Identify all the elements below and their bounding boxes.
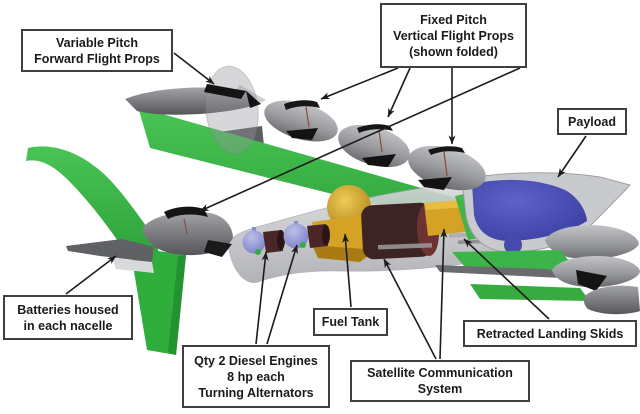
label-batteries: Batteries housed in each nacelle	[3, 295, 133, 340]
annotation-arrow-satcom	[439, 228, 448, 360]
right-nacelle-3	[584, 285, 640, 315]
front-wing-left-pale	[112, 258, 154, 273]
nacelle-2	[264, 100, 338, 142]
label-diesel-engines: Qty 2 Diesel Engines 8 hp each Turning A…	[182, 345, 330, 408]
tail-prop-lower	[204, 240, 232, 257]
annotation-arrow-fixed_pitch	[199, 67, 521, 212]
satcom-rail	[377, 243, 433, 250]
label-line: Fuel Tank	[321, 315, 380, 329]
right-folded-prop	[576, 270, 607, 291]
annotation-arrow-batteries	[65, 255, 117, 295]
engine-mount-green-1	[255, 249, 261, 255]
annotation-arrow-fuel_tank	[342, 233, 352, 308]
payload-cone	[472, 179, 587, 241]
right-nacelle-2	[552, 256, 640, 288]
ventral-fin-shade	[168, 255, 186, 355]
annotation-arrow-payload	[557, 135, 587, 178]
label-line: Satellite Communication	[367, 366, 513, 380]
right-nacelle-1	[545, 225, 639, 260]
folded-prop-4b	[418, 177, 452, 190]
label-line: Fixed Pitch	[420, 12, 487, 27]
annotation-arrow-variable_pitch	[173, 52, 215, 85]
front-wing-left-edge	[66, 239, 154, 262]
fuel-tank-box-bevel	[312, 245, 376, 262]
annotation-arrow-fixed_pitch	[387, 67, 411, 118]
right-wing-green-b	[470, 284, 590, 301]
label-line: Retracted Landing Skids	[476, 326, 624, 341]
nacelle-4	[408, 145, 486, 191]
prop-blades-1	[204, 84, 261, 108]
annotation-arrow-fixed_pitch	[320, 67, 399, 100]
label-line: Payload	[568, 114, 616, 129]
folded-prop-4	[428, 146, 465, 155]
label-satcom: Satellite Communication System	[350, 360, 530, 402]
annotation-arrow-landing_skids	[463, 238, 550, 320]
payload-ball	[504, 236, 522, 254]
annotation-arrow-diesel_engines	[266, 244, 298, 345]
tail-folded-prop	[164, 206, 208, 219]
label-line: Forward Flight Props	[34, 51, 160, 66]
annotation-arrow-diesel_engines	[255, 251, 269, 345]
folded-prop-2	[284, 100, 320, 110]
folded-prop-3	[357, 124, 393, 133]
label-line: Batteries housed	[17, 302, 119, 317]
label-variable-pitch: Variable Pitch Forward Flight Props	[21, 29, 173, 72]
annotation-arrow-satcom	[383, 258, 437, 360]
right-wing-edge-a	[435, 265, 572, 278]
label-line: 8 hp each	[227, 369, 285, 384]
tail-surface-green	[26, 146, 160, 258]
label-line: in each nacelle	[23, 318, 113, 333]
label-line: Vertical Flight Props	[393, 28, 514, 43]
label-fuel-tank: Fuel Tank	[313, 308, 388, 336]
tail-nacelle-seam	[183, 218, 188, 235]
nacelle-2-seam	[305, 106, 310, 128]
nacelle-4-seam	[443, 151, 448, 177]
folded-prop-2b	[286, 128, 318, 140]
nacelle-3-seam	[378, 129, 383, 153]
label-line: Qty 2 Diesel Engines	[194, 353, 318, 368]
engine-2-cap	[322, 225, 330, 245]
label-line: Turning Alternators	[198, 385, 314, 400]
label-line: System	[417, 382, 463, 396]
label-landing-skids: Retracted Landing Skids	[463, 320, 637, 347]
engine-1-cap	[277, 230, 285, 250]
folded-prop-3b	[362, 154, 396, 167]
annotation-arrows	[65, 52, 587, 360]
label-line: Variable Pitch	[56, 35, 138, 50]
label-fixed-pitch: Fixed Pitch Vertical Flight Props (shown…	[380, 3, 527, 68]
engine-mount-green-2	[300, 242, 306, 248]
alternator-1	[242, 230, 266, 254]
label-line: (shown folded)	[409, 44, 498, 59]
label-payload: Payload	[557, 108, 627, 135]
